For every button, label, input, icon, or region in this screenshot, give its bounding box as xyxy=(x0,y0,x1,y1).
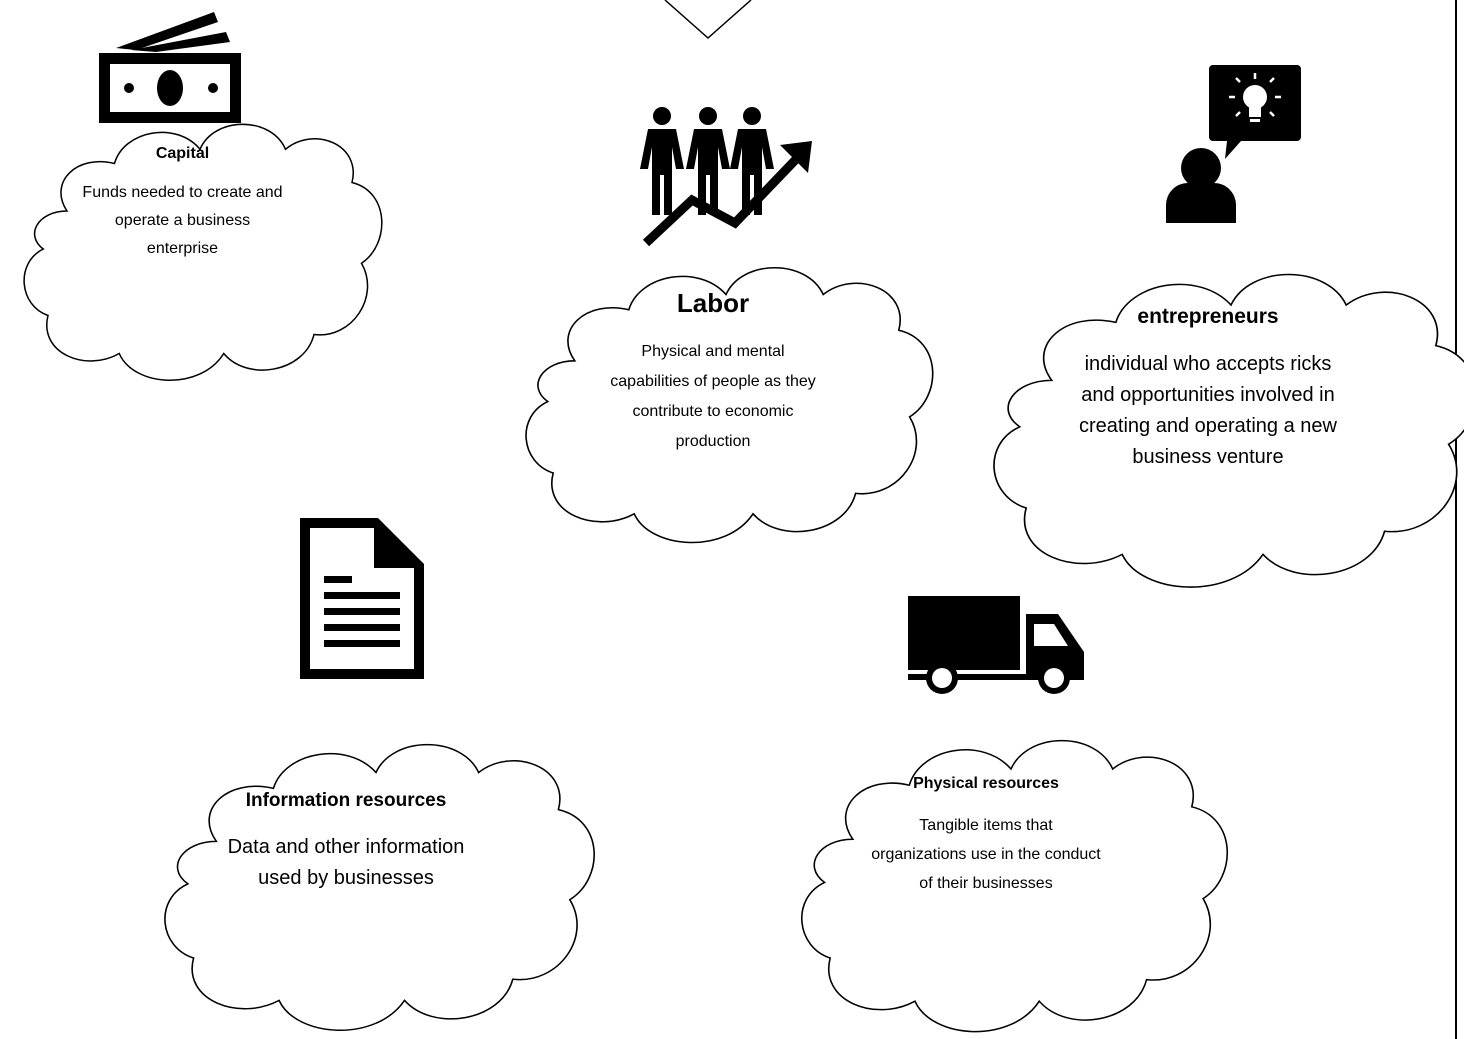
information-title: Information resources xyxy=(245,790,447,811)
labor-node: Labor Physical and mental capabilities o… xyxy=(604,288,822,457)
information-description: Data and other information used by busin… xyxy=(227,836,465,889)
document-icon xyxy=(300,518,424,679)
person-idea-icon xyxy=(1166,65,1301,223)
physical-description: Tangible items that organizations use in… xyxy=(871,817,1101,892)
entrepreneurs-node: entrepreneurs individual who accepts ric… xyxy=(1073,305,1343,473)
capital-description: Funds needed to create and operate a bus… xyxy=(82,184,283,257)
people-growth-icon xyxy=(640,107,812,247)
truck-icon xyxy=(908,596,1084,694)
physical-node: Physical resources Tangible items that o… xyxy=(870,775,1102,898)
page-edge-rule xyxy=(1455,0,1457,1039)
capital-title: Capital xyxy=(155,145,210,162)
entrepreneurs-description: individual who accepts ricks and opportu… xyxy=(1079,353,1337,468)
money-icon xyxy=(99,12,241,123)
physical-title: Physical resources xyxy=(913,775,1059,792)
information-node: Information resources Data and other inf… xyxy=(222,790,470,894)
labor-description: Physical and mental capabilities of peop… xyxy=(610,343,816,450)
capital-node: Capital Funds needed to create and opera… xyxy=(80,145,285,263)
top-connector-arrow xyxy=(664,0,752,40)
labor-title: Labor xyxy=(676,288,750,318)
entrepreneurs-title: entrepreneurs xyxy=(1137,305,1279,328)
